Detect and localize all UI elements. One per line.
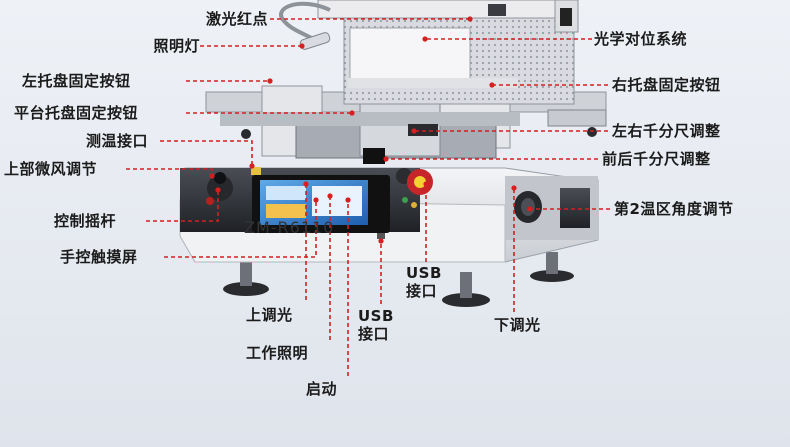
joystick-leader-dot [215, 187, 221, 193]
callout-work-light: 工作照明 [246, 344, 309, 362]
lighting-lamp-leader-dot [299, 43, 305, 49]
callout-start: 启动 [306, 380, 338, 398]
callout-leaders [126, 16, 610, 376]
zone2-angle-leader-dot [527, 206, 533, 212]
start-leader-dot [345, 197, 351, 203]
upper-breeze-leader [126, 168, 213, 176]
light-down-leader-dot [511, 185, 517, 191]
touchscreen-leader [164, 200, 317, 258]
touchscreen-leader-dot [313, 197, 319, 203]
callout-lr-micrometer: 左右千分尺调整 [612, 122, 721, 140]
callout-left-tray-knob: 左托盘固定按钮 [22, 72, 131, 90]
temp-port-leader [160, 140, 253, 166]
callout-right-tray-knob: 右托盘固定按钮 [612, 76, 721, 94]
callout-fb-micrometer: 前后千分尺调整 [602, 150, 711, 168]
callout-usb-right: USB 接口 [406, 264, 442, 300]
callout-lighting-lamp: 照明灯 [153, 37, 200, 55]
usb-right-leader-dot [423, 181, 429, 187]
light-up-leader-dot [303, 181, 309, 187]
callout-optical-alignment: 光学对位系统 [594, 30, 688, 48]
upper-head [317, 0, 579, 105]
left-tray-knob-leader-dot [267, 78, 273, 84]
usb-center-leader-dot [378, 238, 384, 244]
machine-feet [223, 252, 574, 307]
touchscreen-graphic [252, 175, 390, 233]
control-cluster [206, 167, 433, 239]
callout-light-down: 下调光 [494, 316, 541, 334]
upper-breeze-leader-dot [209, 173, 215, 179]
callout-zone2-angle: 第2温区角度调节 [614, 200, 734, 218]
callout-joystick: 控制摇杆 [54, 212, 117, 230]
optical-leader-dot [422, 36, 428, 42]
zone2-knob-graphic [514, 191, 542, 223]
callout-temp-port: 测温接口 [86, 132, 149, 150]
callout-laser-red-dot: 激光红点 [205, 10, 268, 28]
temp-port-leader-dot [249, 163, 255, 169]
callout-light-up: 上调光 [246, 306, 293, 324]
platform-tray-knob-leader-dot [349, 110, 355, 116]
laser-red-dot-leader-dot [467, 16, 473, 22]
joystick-leader [146, 190, 219, 222]
callout-touchscreen: 手控触摸屏 [60, 248, 138, 266]
work-light-leader-dot [327, 193, 333, 199]
lr-micrometer-leader-dot [411, 128, 417, 134]
callout-usb-center: USB 接口 [358, 307, 394, 343]
model-label: ZM-R6110 [244, 218, 335, 237]
right-tray-knob-leader-dot [489, 82, 495, 88]
callout-platform-tray-knob: 平台托盘固定按钮 [14, 104, 139, 122]
callout-upper-breeze: 上部微风调节 [4, 160, 98, 178]
fb-micrometer-leader-dot [383, 156, 389, 162]
